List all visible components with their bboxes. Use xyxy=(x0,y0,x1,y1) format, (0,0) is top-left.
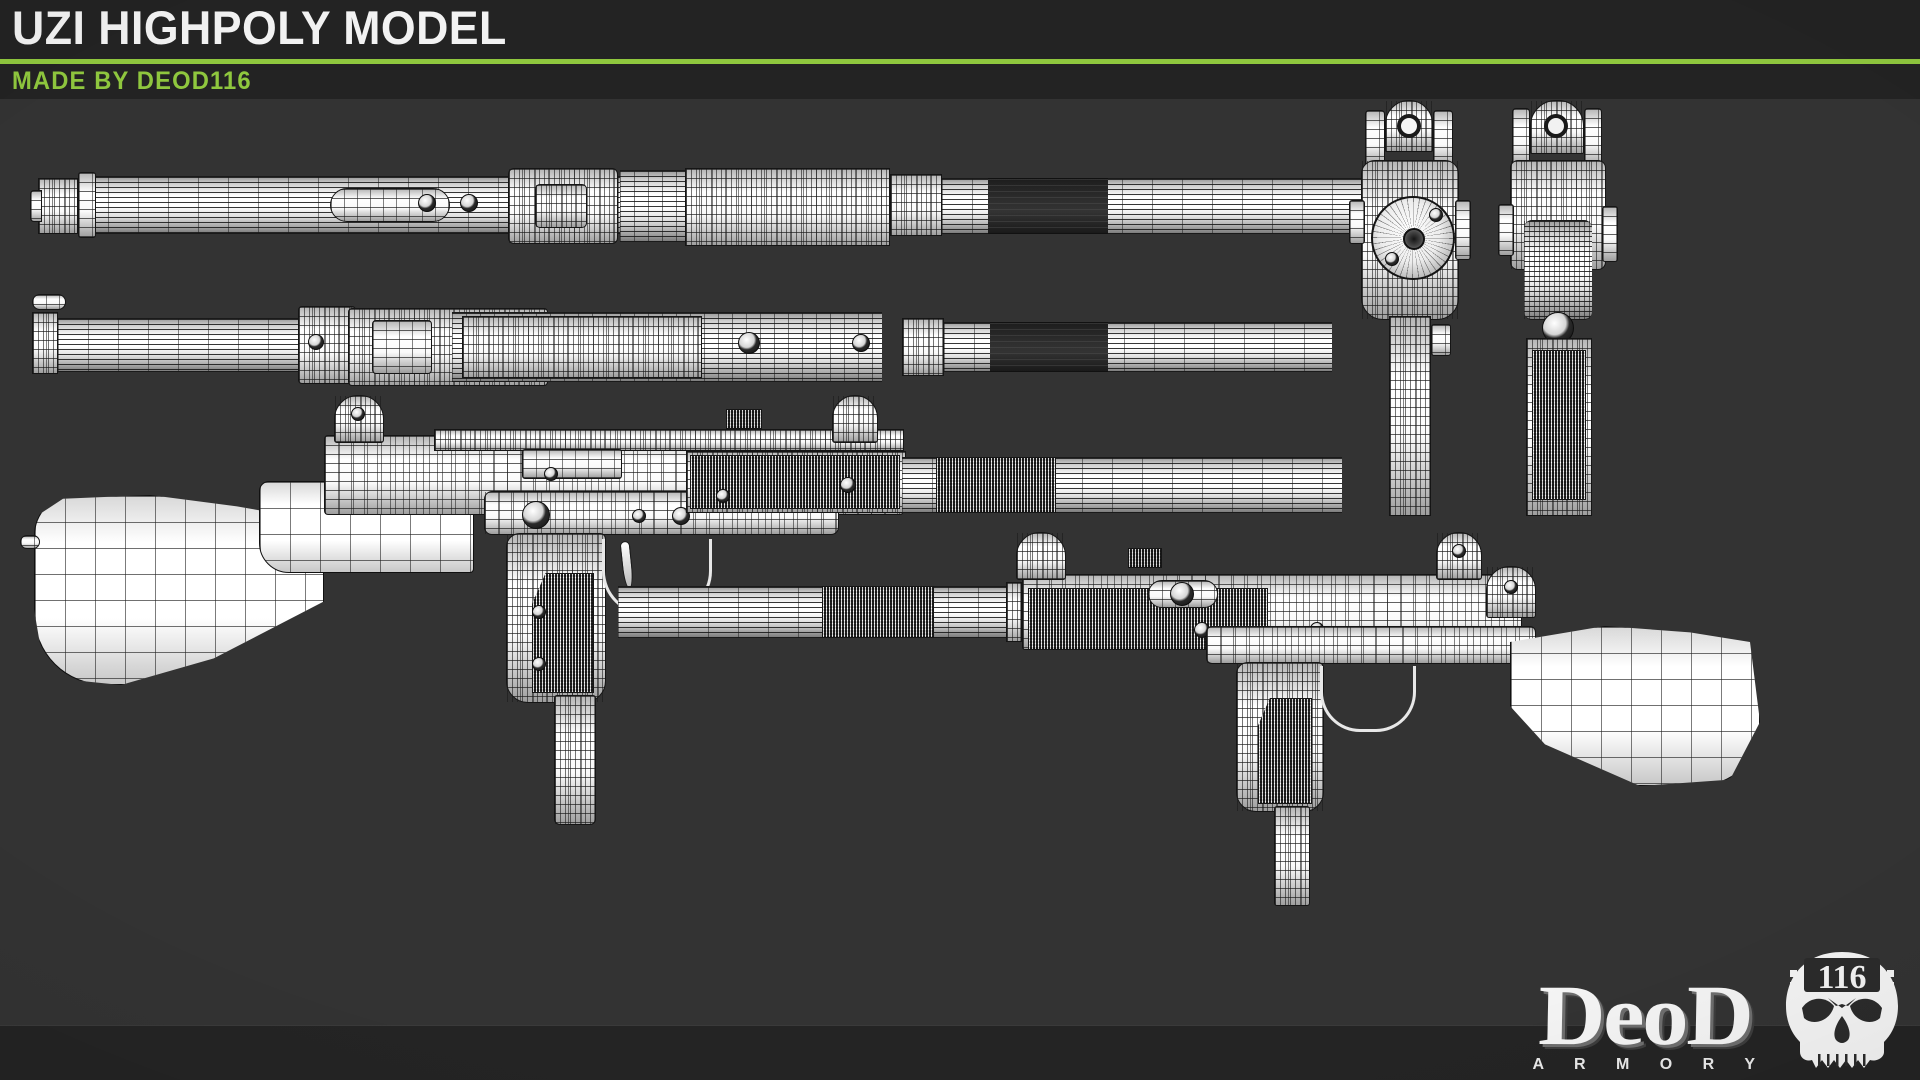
muzzle-bore xyxy=(1403,228,1425,250)
front-magazine-column xyxy=(1389,316,1431,516)
floor-band xyxy=(0,1026,1920,1080)
bolt-cover-plate xyxy=(522,449,622,479)
grip-stippling-right xyxy=(1258,698,1312,804)
subheader-band xyxy=(0,64,1920,99)
logo-tagline: A R M O R Y xyxy=(1532,1056,1768,1073)
trigger-guard-right xyxy=(1320,666,1416,732)
muzzle-pin-2 xyxy=(1385,252,1399,266)
stock-hinge xyxy=(30,190,42,222)
muzzle-pin-1 xyxy=(1429,208,1443,222)
pivot-screw-2 xyxy=(852,334,870,352)
suppressor-collar xyxy=(890,174,942,236)
butt-plate-bottom xyxy=(32,312,58,374)
skull-badge-number: 116 xyxy=(1817,959,1866,996)
view-front-muzzle xyxy=(1345,100,1475,520)
view-rear-sight xyxy=(1490,100,1620,520)
front-side-lug-left xyxy=(1349,200,1365,244)
shroud-screw-2 xyxy=(840,477,856,493)
charging-knob-right xyxy=(1128,548,1162,568)
header-band xyxy=(0,0,1920,59)
barrel-shroud-vented xyxy=(685,168,890,246)
suppressor-right xyxy=(618,586,1008,638)
suppressor-collar-bottom xyxy=(902,318,944,376)
rear-side-lug-right xyxy=(1602,206,1618,262)
skull-icon: 116 xyxy=(1778,948,1906,1076)
suppressor-rubber-band-bottom xyxy=(990,322,1108,372)
suppressor-knurl-band-right xyxy=(822,586,934,638)
magazine-right xyxy=(1274,806,1310,906)
wooden-stock-right xyxy=(1510,626,1760,786)
receiver-screw-1 xyxy=(308,334,324,350)
rear-sight-aperture-ring xyxy=(1544,114,1568,138)
front-side-lug-right xyxy=(1455,200,1471,260)
stock-screw-2 xyxy=(460,194,478,212)
grip-screw-rear xyxy=(672,507,690,525)
front-sight-ring xyxy=(1397,114,1421,138)
page-title: UZI HIGHPOLY MODEL xyxy=(12,1,507,54)
charging-knob xyxy=(726,409,762,429)
rear-sight-wing-left xyxy=(1512,108,1530,168)
rear-sight-tower-right xyxy=(1016,532,1066,580)
view-top-ortho xyxy=(30,150,1362,260)
front-sight-screw-right xyxy=(1452,544,1466,558)
magazine xyxy=(554,695,596,825)
grip-stippling xyxy=(532,573,594,693)
magazine-well xyxy=(372,320,432,374)
sling-swivel xyxy=(20,535,40,549)
suppressor-knurl-band xyxy=(936,457,1056,513)
rear-bolt-cylinder xyxy=(1524,220,1592,320)
rear-sight-aperture xyxy=(535,184,587,228)
front-sight-tower xyxy=(832,395,878,443)
rear-sight-wing-right xyxy=(1584,108,1602,168)
lower-receiver-right xyxy=(1206,626,1536,664)
accent-divider xyxy=(0,59,1920,64)
view-bottom-ortho xyxy=(22,290,1332,400)
grip-screw-top xyxy=(632,509,646,523)
pivot-screw xyxy=(738,332,760,354)
stock-collar xyxy=(78,172,96,238)
rear-grip-texture xyxy=(1532,350,1586,500)
bolt-cover-screw xyxy=(544,467,558,481)
sling-loop xyxy=(32,294,66,310)
grip-panel-bottom xyxy=(462,316,702,378)
selector-switch xyxy=(522,501,550,529)
suppressor-collar-right xyxy=(1006,582,1022,642)
stock-mount-screw-right xyxy=(1504,580,1518,594)
grip-screw-2 xyxy=(532,657,546,671)
logo-wordmark-group: DeoD A R M O R Y xyxy=(1520,967,1768,1076)
view-right-profile xyxy=(610,530,1920,910)
logo-wordmark: DeoD xyxy=(1537,967,1753,1063)
suppressor-rubber-band xyxy=(988,178,1108,234)
stock-butt-plate xyxy=(38,178,78,234)
deod-armory-logo: DeoD A R M O R Y xyxy=(1520,948,1906,1076)
floor-horizon-line xyxy=(0,1025,1920,1026)
front-mag-catch xyxy=(1431,324,1451,356)
selector-screw-right xyxy=(1170,582,1194,606)
grip-screw-1 xyxy=(532,605,546,619)
shroud-screw-1 xyxy=(716,489,730,503)
author-credit: MADE BY DEOD116 xyxy=(12,67,252,95)
stock-screw-1 xyxy=(418,194,436,212)
rear-side-lug-left xyxy=(1498,204,1514,256)
rear-sight-screw xyxy=(351,407,365,421)
